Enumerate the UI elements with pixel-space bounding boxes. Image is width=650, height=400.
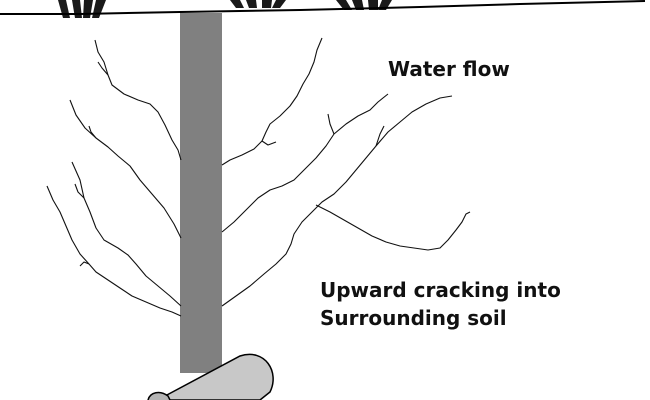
- culvert-pipe: [147, 353, 274, 400]
- cracking-label-line2: Surrounding soil: [320, 306, 507, 330]
- cracking-label: Upward cracking into Surrounding soil: [320, 276, 561, 332]
- grass-tuft-icon: [230, 0, 286, 8]
- soil-cracks: [46, 37, 471, 317]
- ground-surface-line: [0, 0, 646, 15]
- vertical-pipe: [180, 13, 222, 373]
- grass-tuft-icon: [58, 0, 106, 18]
- water-flow-label: Water flow: [388, 57, 510, 81]
- cracking-label-line1: Upward cracking into: [320, 278, 561, 302]
